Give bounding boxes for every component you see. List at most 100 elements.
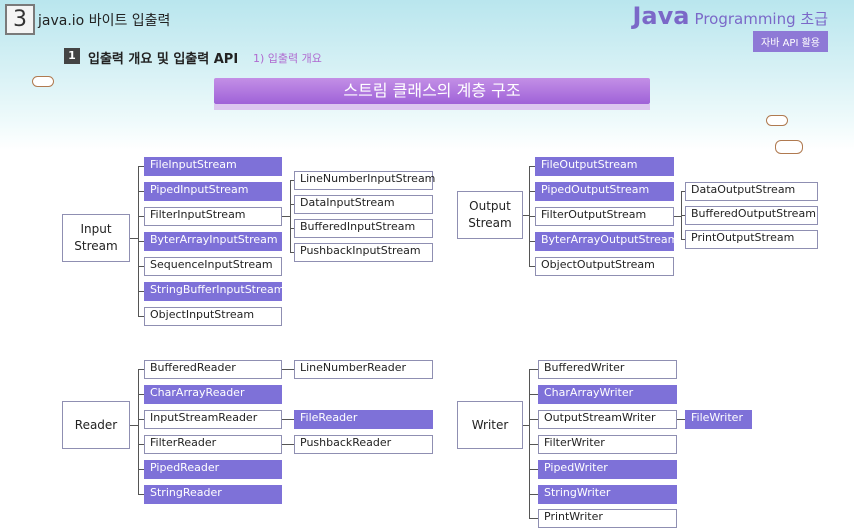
class-box: ObjectOutputStream bbox=[535, 257, 674, 276]
class-box: ByterArrayInputStream bbox=[144, 232, 282, 251]
class-box: LineNumberInputStream bbox=[294, 171, 435, 190]
connector-line bbox=[130, 238, 138, 239]
connector-line bbox=[138, 191, 144, 192]
connector-line bbox=[529, 369, 538, 370]
cloud-icon bbox=[32, 76, 54, 87]
connector-line bbox=[681, 215, 685, 216]
connector-line bbox=[138, 291, 144, 292]
connector-line bbox=[138, 369, 139, 494]
class-box: ObjectInputStream bbox=[144, 307, 282, 326]
connector-line bbox=[282, 444, 294, 445]
connector-line bbox=[529, 266, 535, 267]
connector-line bbox=[290, 180, 291, 252]
class-box: FileInputStream bbox=[144, 157, 282, 176]
output-stream-root: Output Stream bbox=[457, 191, 523, 239]
connector-line bbox=[138, 266, 144, 267]
chapter-title: java.io 바이트 입출력 bbox=[38, 13, 171, 29]
connector-line bbox=[681, 239, 685, 240]
class-box: PushbackReader bbox=[294, 435, 433, 454]
connector-line bbox=[529, 394, 538, 395]
class-box: StringBufferInputStream bbox=[144, 282, 285, 301]
connector-line bbox=[529, 216, 535, 217]
connector-line bbox=[529, 241, 535, 242]
diagram-banner: 스트림 클래스의 계층 구조 bbox=[214, 78, 650, 104]
class-box: FilterReader bbox=[144, 435, 282, 454]
connector-line bbox=[138, 316, 144, 317]
connector-line bbox=[282, 369, 294, 370]
connector-line bbox=[523, 425, 529, 426]
section-subtitle: 1) 입출력 개요 bbox=[253, 52, 322, 65]
connector-line bbox=[290, 180, 294, 181]
class-box: ByterArrayOutputStream bbox=[535, 232, 678, 251]
connector-line bbox=[681, 191, 685, 192]
connector-line bbox=[529, 494, 538, 495]
connector-line bbox=[138, 419, 144, 420]
class-box: LineNumberReader bbox=[294, 360, 433, 379]
connector-line bbox=[290, 204, 294, 205]
class-box: DataInputStream bbox=[294, 195, 433, 214]
class-box: FilterInputStream bbox=[144, 207, 282, 226]
class-box: PipedWriter bbox=[538, 460, 677, 479]
class-box: InputStreamReader bbox=[144, 410, 282, 429]
class-box: FilterWriter bbox=[538, 435, 677, 454]
connector-line bbox=[138, 469, 144, 470]
connector-line bbox=[529, 444, 538, 445]
class-box: FileWriter bbox=[685, 410, 752, 429]
class-box: BufferedWriter bbox=[538, 360, 677, 379]
connector-line bbox=[138, 369, 144, 370]
reader-root: Reader bbox=[62, 401, 130, 449]
class-box: SequenceInputStream bbox=[144, 257, 282, 276]
connector-line bbox=[674, 216, 681, 217]
connector-line bbox=[529, 419, 538, 420]
class-box: FilterOutputStream bbox=[535, 207, 674, 226]
chapter-number: 3 bbox=[5, 4, 35, 35]
class-box: OutputStreamWriter bbox=[538, 410, 677, 429]
class-box: PipedOutputStream bbox=[535, 182, 674, 201]
connector-line bbox=[130, 425, 138, 426]
connector-line bbox=[529, 166, 535, 167]
class-box: PrintWriter bbox=[538, 509, 677, 528]
class-box: PipedReader bbox=[144, 460, 282, 479]
class-box: PushbackInputStream bbox=[294, 243, 433, 262]
class-box: StringReader bbox=[144, 485, 282, 504]
cloud-icon bbox=[775, 140, 803, 154]
class-box: CharArrayReader bbox=[144, 385, 282, 404]
class-box: BufferedOutputStream bbox=[685, 206, 818, 225]
class-box: StringWriter bbox=[538, 485, 677, 504]
banner-shadow bbox=[214, 104, 650, 110]
brand-logo: Java Programming 초급 bbox=[632, 2, 828, 30]
section-title: 입출력 개요 및 입출력 API bbox=[88, 52, 239, 67]
connector-line bbox=[529, 369, 530, 518]
class-box: PrintOutputStream bbox=[685, 230, 818, 249]
brand-java: Java bbox=[632, 2, 690, 30]
connector-line bbox=[138, 494, 144, 495]
section-number: 1 bbox=[64, 48, 80, 64]
connector-line bbox=[529, 469, 538, 470]
connector-line bbox=[138, 241, 144, 242]
input-stream-root: Input Stream bbox=[62, 214, 130, 262]
class-box: DataOutputStream bbox=[685, 182, 818, 201]
connector-line bbox=[529, 518, 538, 519]
connector-line bbox=[290, 228, 294, 229]
class-box: BufferedReader bbox=[144, 360, 282, 379]
connector-line bbox=[529, 191, 535, 192]
connector-line bbox=[138, 394, 144, 395]
class-box: PipedInputStream bbox=[144, 182, 282, 201]
brand-badge: 자바 API 활용 bbox=[753, 31, 828, 52]
brand-programming: Programming 초급 bbox=[694, 10, 828, 28]
writer-root: Writer bbox=[457, 401, 523, 449]
connector-line bbox=[138, 216, 144, 217]
cloud-icon bbox=[766, 115, 788, 126]
connector-line bbox=[677, 419, 685, 420]
class-box: CharArrayWriter bbox=[538, 385, 677, 404]
connector-line bbox=[138, 166, 144, 167]
connector-line bbox=[523, 215, 529, 216]
connector-line bbox=[290, 252, 294, 253]
connector-line bbox=[282, 216, 290, 217]
class-box: FileReader bbox=[294, 410, 433, 429]
connector-line bbox=[138, 444, 144, 445]
class-box: FileOutputStream bbox=[535, 157, 674, 176]
class-box: BufferedInputStream bbox=[294, 219, 433, 238]
connector-line bbox=[282, 419, 294, 420]
